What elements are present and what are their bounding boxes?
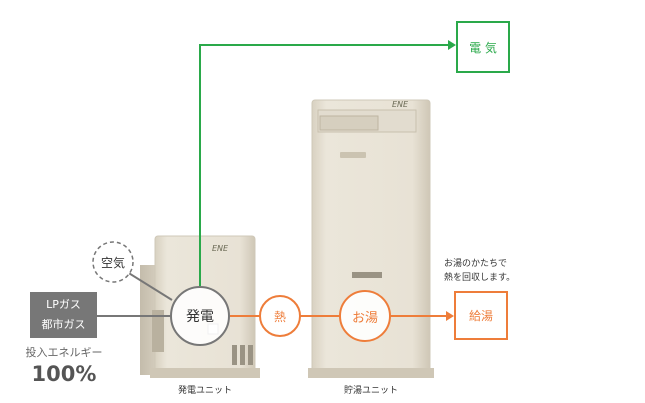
heat-label: 熱	[273, 309, 286, 324]
generation-unit-caption: 発電ユニット	[177, 385, 232, 396]
air-node	[92, 241, 134, 283]
input-energy-value: 100%	[31, 362, 97, 386]
storage-unit-base	[308, 368, 434, 378]
heat-node	[259, 295, 301, 337]
electricity-label: 電 気	[469, 40, 497, 55]
power-generation-node	[170, 286, 230, 346]
hot-water-supply-label: 給湯	[468, 309, 493, 323]
hot-water-node	[339, 290, 391, 342]
electricity-flow-line	[199, 44, 448, 288]
generation-unit-pipes	[232, 345, 253, 365]
storage-unit-display	[319, 115, 379, 131]
storage-unit-caption: 貯湯ユニット	[343, 385, 398, 396]
electricity-arrowhead	[448, 40, 456, 50]
air-flow-line	[126, 271, 173, 301]
generation-unit-vent	[152, 310, 164, 352]
electricity-box	[456, 21, 510, 73]
fuel-input-box	[30, 292, 97, 338]
hot-water-arrowhead	[446, 311, 454, 321]
storage-unit-handle	[340, 152, 366, 158]
input-energy-label: 投入エネルギー	[25, 346, 103, 359]
storage-unit-brand-plate	[352, 272, 382, 278]
power-generation-label: 発電	[186, 309, 214, 325]
fuel-lpgas-label: LPガス	[46, 298, 81, 311]
air-label: 空気	[100, 255, 125, 270]
fuel-citygas-label: 都市ガス	[41, 318, 86, 331]
generation-unit-logo: ENE	[212, 244, 229, 253]
storage-unit-logo: ENE	[392, 100, 409, 109]
annotation-line-1: お湯のかたちで	[444, 259, 508, 269]
generation-unit-base	[150, 368, 260, 378]
hot-water-label: お湯	[351, 310, 378, 326]
hot-water-supply-box	[454, 291, 508, 340]
annotation-line-2: 熱を回収します。	[444, 273, 516, 283]
